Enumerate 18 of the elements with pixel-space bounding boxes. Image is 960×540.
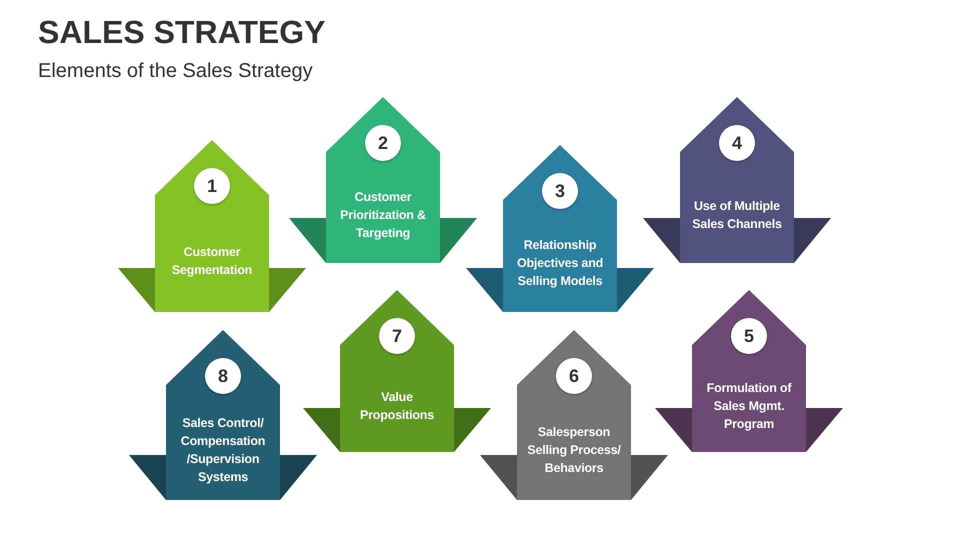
arrow-card [303, 290, 491, 452]
step-label: Relationship Objectives and Selling Models [516, 237, 604, 290]
step-label: Customer Segmentation [170, 244, 254, 279]
arrow-card [466, 145, 654, 312]
step-label: Value Propositions [359, 389, 435, 424]
arrow-card [289, 97, 477, 263]
arrow-card [480, 330, 668, 500]
arrow-card [643, 97, 831, 263]
subtitle: Elements of the Sales Strategy [38, 60, 313, 83]
arrow-card [655, 290, 843, 452]
step-label: Sales Control/ Compensation /Supervision Systems [180, 415, 266, 486]
step-label: Formulation of Sales Mgmt. Program [706, 380, 792, 433]
step-label: Salesperson Selling Process/ Behaviors [526, 424, 622, 477]
step-label: Customer Prioritization & Targeting [339, 189, 427, 242]
arrow-card [129, 330, 317, 500]
title: SALES STRATEGY [38, 14, 326, 51]
step-label: Use of Multiple Sales Channels [691, 198, 783, 233]
arrow-card [118, 140, 306, 312]
